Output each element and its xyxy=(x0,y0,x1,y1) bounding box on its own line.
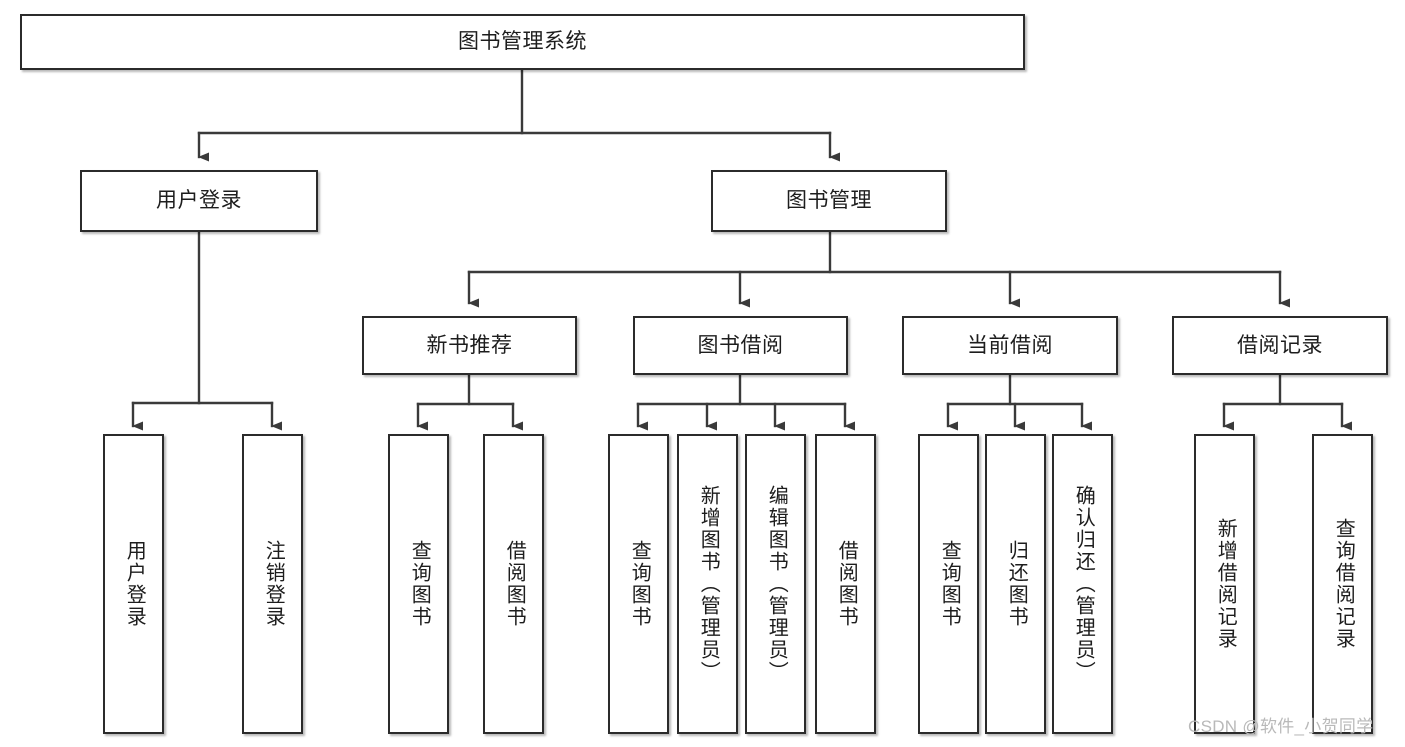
leaf-user-login[interactable]: 用户登录 xyxy=(103,434,164,734)
node-label: 新增图书（管理员） xyxy=(697,485,720,683)
leaf-confirm-return-admin[interactable]: 确认归还（管理员） xyxy=(1052,434,1113,734)
leaf-return-book[interactable]: 归还图书 xyxy=(985,434,1046,734)
node-label: 查询图书 xyxy=(938,540,961,628)
node-book-borrow[interactable]: 图书借阅 xyxy=(633,316,848,375)
node-label: 借阅记录 xyxy=(1237,333,1323,357)
node-label: 用户登录 xyxy=(123,540,146,628)
node-label: 查询借阅记录 xyxy=(1332,518,1355,650)
node-user-login[interactable]: 用户登录 xyxy=(80,170,318,232)
node-borrow-record[interactable]: 借阅记录 xyxy=(1172,316,1388,375)
node-root-book-management-system[interactable]: 图书管理系统 xyxy=(20,14,1025,70)
node-current-borrow[interactable]: 当前借阅 xyxy=(902,316,1118,375)
leaf-borrow-book-recommendation[interactable]: 借阅图书 xyxy=(483,434,544,734)
node-label: 确认归还（管理员） xyxy=(1072,485,1095,683)
node-label: 归还图书 xyxy=(1005,540,1028,628)
node-label: 编辑图书（管理员） xyxy=(765,485,788,683)
node-label: 借阅图书 xyxy=(503,540,526,628)
leaf-add-borrow-record[interactable]: 新增借阅记录 xyxy=(1194,434,1255,734)
node-label: 注销登录 xyxy=(262,540,285,628)
node-label: 图书管理系统 xyxy=(458,30,587,54)
watermark: CSDN @软件_小贺同学 xyxy=(1188,717,1374,736)
node-label: 新增借阅记录 xyxy=(1214,518,1237,650)
leaf-query-borrow-record[interactable]: 查询借阅记录 xyxy=(1312,434,1373,734)
node-label: 用户登录 xyxy=(156,189,242,213)
leaf-query-book-current[interactable]: 查询图书 xyxy=(918,434,979,734)
node-new-book-recommendation[interactable]: 新书推荐 xyxy=(362,316,577,375)
leaf-query-book-recommendation[interactable]: 查询图书 xyxy=(388,434,449,734)
node-book-management[interactable]: 图书管理 xyxy=(711,170,947,232)
node-label: 图书管理 xyxy=(786,189,872,213)
node-label: 图书借阅 xyxy=(697,333,784,357)
node-label: 查询图书 xyxy=(628,540,651,628)
node-label: 借阅图书 xyxy=(835,540,858,628)
leaf-edit-book-admin[interactable]: 编辑图书（管理员） xyxy=(745,434,806,734)
node-label: 新书推荐 xyxy=(426,333,513,357)
leaf-query-book-borrow[interactable]: 查询图书 xyxy=(608,434,669,734)
leaf-logout[interactable]: 注销登录 xyxy=(242,434,303,734)
node-label: 当前借阅 xyxy=(967,333,1053,357)
node-label: 查询图书 xyxy=(408,540,431,628)
leaf-borrow-book[interactable]: 借阅图书 xyxy=(815,434,876,734)
leaf-add-book-admin[interactable]: 新增图书（管理员） xyxy=(677,434,738,734)
